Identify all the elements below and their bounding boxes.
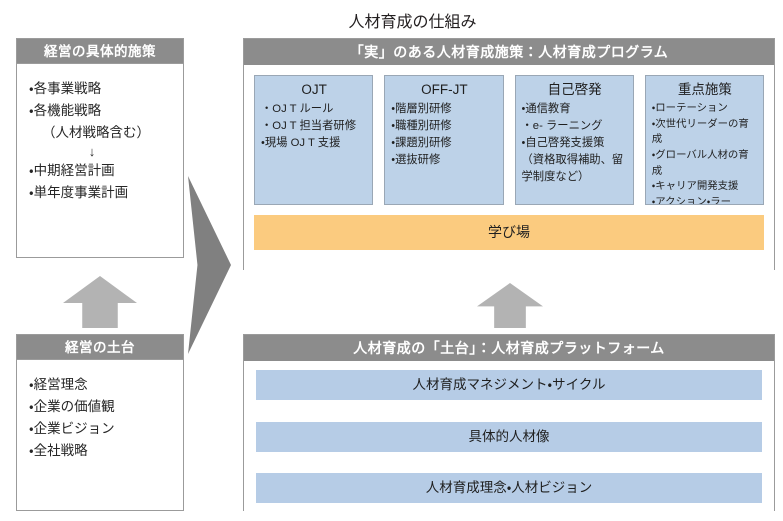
list-item: ・ローテーション bbox=[651, 103, 728, 115]
arrow-up-icon-left bbox=[63, 276, 137, 328]
program-box-title: 自己啓発 bbox=[547, 82, 602, 97]
list-item: ・グローバル人材の育成 bbox=[651, 150, 749, 177]
panel-development-program: 「実」のある人材育成施策：人材育成プログラム OJT ・OJ T ルール ・OJ… bbox=[243, 38, 775, 271]
management-foundation-list: ・経営理念 ・企業の価値観 ・企業ビジョン ・全社戦略 bbox=[29, 374, 177, 461]
arrow-right-icon-large bbox=[188, 176, 231, 354]
list-item: ・各機能戦略 bbox=[29, 102, 102, 118]
program-box-title: OFF-JT bbox=[421, 82, 468, 97]
list-item: ・選抜研修 bbox=[391, 154, 441, 167]
program-box-list: ・OJ T ルール ・OJ T 担当者研修 ・現場 OJ T 支援 bbox=[261, 101, 367, 152]
panel-development-platform-body: 人材育成マネジメント・サイクル 具体的人材像 人材育成理念・人材ビジョン bbox=[244, 361, 774, 512]
list-item: （人材戦略含む） bbox=[42, 124, 150, 140]
list-item: ・課題別研修 bbox=[391, 137, 452, 150]
panel-development-program-body: OJT ・OJ T ルール ・OJ T 担当者研修 ・現場 OJ T 支援 OF… bbox=[244, 65, 774, 271]
list-item: ・職種別研修 bbox=[391, 120, 452, 133]
list-item: ・企業ビジョン bbox=[29, 420, 115, 436]
list-item: ・単年度事業計画 bbox=[29, 184, 129, 200]
panel-management-foundation: 経営の土台 ・経営理念 ・企業の価値観 ・企業ビジョン ・全社戦略 bbox=[16, 334, 184, 511]
list-item: ・経営理念 bbox=[29, 377, 88, 392]
program-box-list: ・階層別研修 ・職種別研修 ・課題別研修 ・選抜研修 bbox=[391, 101, 497, 169]
learning-place-bar: 学び場 bbox=[254, 215, 764, 250]
platform-bar: 具体的人材像 bbox=[256, 421, 762, 452]
arrow-up-icon-right bbox=[477, 283, 543, 328]
panel-management-measures-body: ・各事業戦略 ・各機能戦略 （人材戦略含む） ↓ ・中期経営計画 ・単年度事業計… bbox=[16, 63, 184, 258]
program-box-list: ・ローテーション ・次世代リーダーの育成 ・グローバル人材の育成 ・キャリア開発… bbox=[651, 101, 758, 205]
panel-management-measures: 経営の具体的施策 ・各事業戦略 ・各機能戦略 （人材戦略含む） ↓ ・中期経営計… bbox=[16, 38, 184, 258]
list-item: ・中期経営計画 bbox=[29, 162, 115, 178]
list-item: ・OJ T 担当者研修 bbox=[261, 120, 356, 133]
program-box-list: ・通信教育 ・e- ラーニング ・自己啓発支援策 （資格取得補助、留 学制度など… bbox=[522, 101, 628, 186]
list-item: ・アクション・ラー bbox=[651, 196, 732, 205]
panel-management-measures-header: 経営の具体的施策 bbox=[16, 38, 184, 63]
list-item: ・自己啓発支援策 bbox=[521, 137, 605, 150]
program-box-title: 重点施策 bbox=[677, 82, 732, 97]
list-item: ・階層別研修 bbox=[391, 103, 452, 116]
panel-development-program-header: 「実」のある人材育成施策：人材育成プログラム bbox=[244, 39, 774, 65]
program-box-title: OJT bbox=[301, 82, 327, 97]
program-box-ojt: OJT ・OJ T ルール ・OJ T 担当者研修 ・現場 OJ T 支援 bbox=[254, 75, 374, 205]
platform-bar: 人材育成理念・人材ビジョン bbox=[256, 473, 762, 503]
panel-management-foundation-body: ・経営理念 ・企業の価値観 ・企業ビジョン ・全社戦略 bbox=[16, 359, 184, 511]
program-columns: OJT ・OJ T ルール ・OJ T 担当者研修 ・現場 OJ T 支援 OF… bbox=[254, 75, 764, 205]
list-item: ・OJ T ルール bbox=[261, 103, 334, 116]
panel-development-platform: 人材育成の「土台」：人材育成プラットフォーム 人材育成マネジメント・サイクル 具… bbox=[243, 334, 775, 512]
list-item: ・現場 OJ T 支援 bbox=[261, 137, 341, 150]
program-box-off-jt: OFF-JT ・階層別研修 ・職種別研修 ・課題別研修 ・選抜研修 bbox=[384, 75, 504, 205]
list-item: ・e- ラーニング bbox=[521, 120, 603, 133]
list-item: ・全社戦略 bbox=[29, 442, 88, 458]
list-item: ・キャリア開発支援 bbox=[651, 181, 739, 193]
list-item: 学制度など） bbox=[521, 170, 590, 183]
program-box-priority-measures: 重点施策 ・ローテーション ・次世代リーダーの育成 ・グローバル人材の育成 ・キ… bbox=[644, 75, 764, 205]
list-item: ・次世代リーダーの育成 bbox=[651, 118, 749, 146]
list-item: ・企業の価値観 bbox=[29, 398, 115, 414]
management-measures-list: ・各事業戦略 ・各機能戦略 （人材戦略含む） ↓ ・中期経営計画 ・単年度事業計… bbox=[29, 78, 177, 204]
panel-management-foundation-header: 経営の土台 bbox=[16, 334, 184, 359]
list-item: ・各事業戦略 bbox=[29, 81, 102, 96]
page-title: 人材育成の仕組み bbox=[348, 14, 477, 31]
list-item: （資格取得補助、留 bbox=[521, 154, 624, 167]
program-box-self-development: 自己啓発 ・通信教育 ・e- ラーニング ・自己啓発支援策 （資格取得補助、留 … bbox=[514, 75, 634, 205]
list-item: ・通信教育 bbox=[521, 103, 571, 116]
panel-development-platform-header: 人材育成の「土台」：人材育成プラットフォーム bbox=[244, 335, 774, 361]
down-arrow-icon: ↓ bbox=[88, 143, 96, 159]
platform-bar: 人材育成マネジメント・サイクル bbox=[256, 370, 762, 400]
